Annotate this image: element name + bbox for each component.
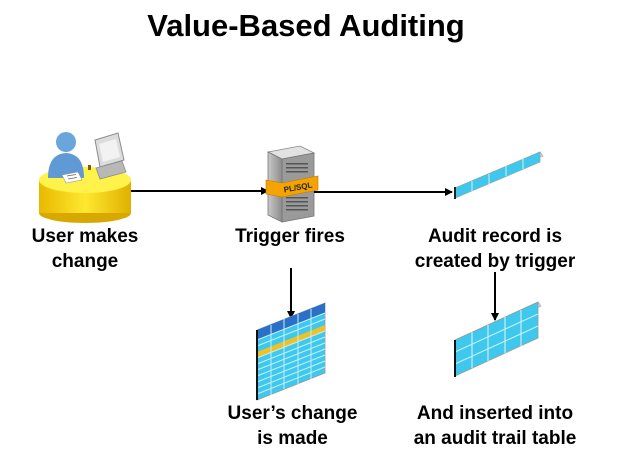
label-inserted-into-audit-trail: And inserted into an audit trail table xyxy=(413,403,577,449)
label-users-change-made: User’s change is made xyxy=(227,403,358,449)
table-row-icon xyxy=(454,151,544,199)
diagram-title: Value-Based Auditing xyxy=(147,8,465,43)
user-at-workstation-icon xyxy=(39,132,131,223)
data-table-icon xyxy=(256,302,326,401)
label-trigger-fires: Trigger fires xyxy=(235,226,345,247)
plsql-server-icon: PL/SQL xyxy=(265,145,319,223)
audit-table-icon xyxy=(454,301,542,377)
label-user-makes-change: User makes change xyxy=(31,226,139,272)
label-audit-record-created: Audit record is created by trigger xyxy=(414,226,576,272)
